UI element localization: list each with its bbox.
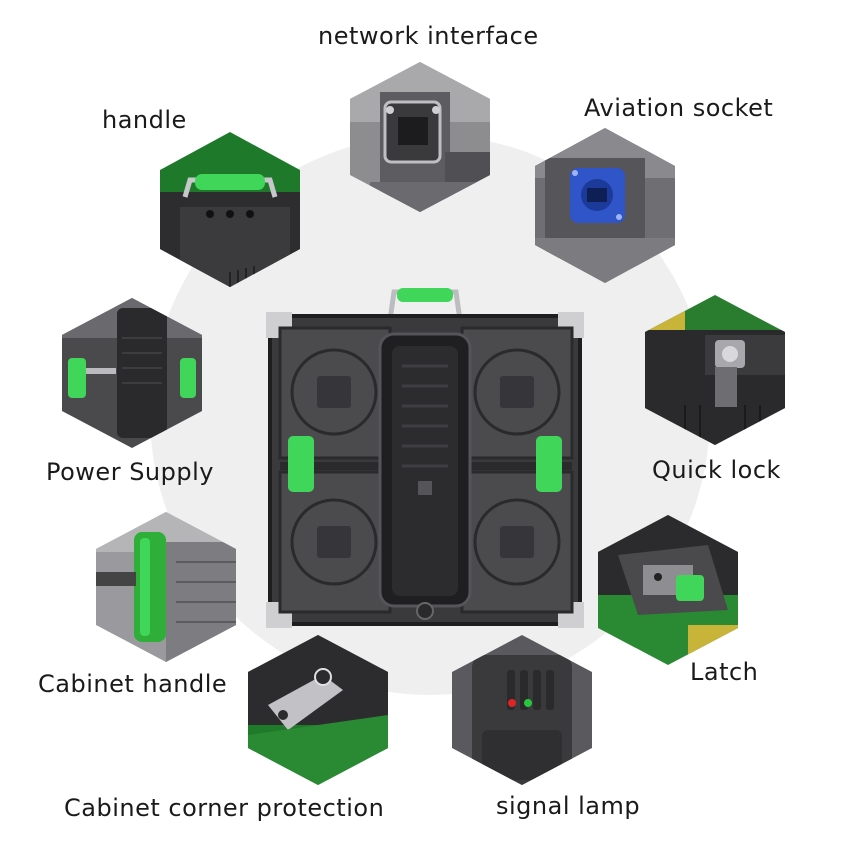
handle-label: handle: [102, 106, 187, 134]
signal-lamp-photo: [452, 635, 592, 785]
latch-photo: [598, 515, 738, 665]
network-interface-label: network interface: [318, 22, 539, 50]
cabinet-corner-protection-label: Cabinet corner protection: [64, 794, 385, 822]
aviation-socket-photo: [535, 128, 675, 283]
quick-lock-photo: [645, 295, 785, 445]
cabinet-handle-photo: [96, 512, 236, 662]
network-interface-photo: [350, 62, 490, 212]
handle-photo: [160, 132, 300, 287]
cabinet-corner-protection-photo: [248, 635, 388, 785]
power-supply-photo: [62, 298, 202, 448]
red-lamp-icon: [508, 699, 516, 707]
quick-lock-label: Quick lock: [652, 456, 781, 484]
aviation-socket-label: Aviation socket: [584, 94, 774, 122]
power-supply-label: Power Supply: [46, 458, 214, 486]
cabinet-handle-label: Cabinet handle: [38, 670, 228, 698]
signal-lamp-label: signal lamp: [496, 792, 641, 820]
led-cabinet-rear-view: [262, 286, 587, 631]
green-lamp-icon: [524, 699, 532, 707]
latch-label: Latch: [690, 658, 759, 686]
